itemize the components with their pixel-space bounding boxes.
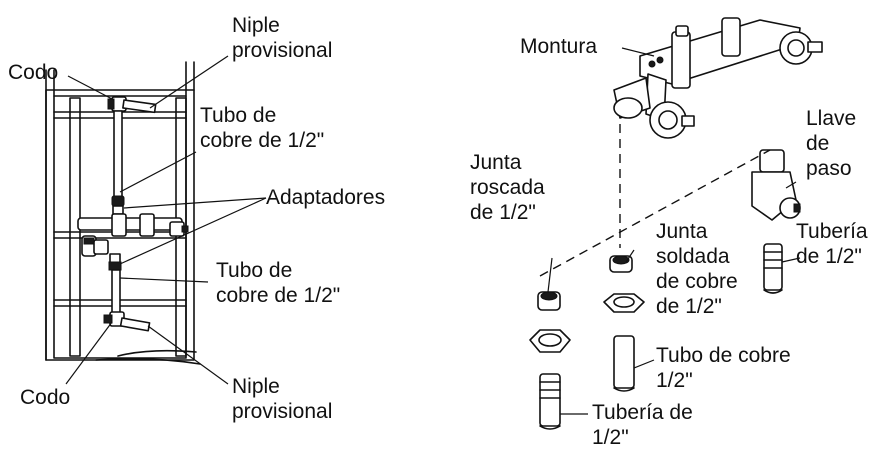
pipe-under-valve <box>763 243 783 294</box>
shutoff-valve <box>751 149 801 221</box>
left-valve-body <box>77 213 189 271</box>
label-tubo-top: Tubo de cobre de 1/2" <box>200 104 325 152</box>
right-leader-lines <box>547 47 801 415</box>
left-leader-lines <box>65 55 267 385</box>
label-niple-top: Niple provisional <box>232 14 333 62</box>
solder-joint-parts <box>603 255 645 392</box>
label-llave-de-paso: Llave de paso <box>806 107 857 180</box>
label-tubo-bottom: Tubo de cobre de 1/2" <box>216 259 341 307</box>
label-junta-roscada: Junta roscada de 1/2" <box>470 151 545 224</box>
label-codo-top: Codo <box>8 61 59 84</box>
label-niple-bottom: Niple provisional <box>232 375 333 423</box>
label-codo-bottom: Codo <box>20 386 71 409</box>
montura-body <box>613 17 823 139</box>
threaded-joint-parts <box>529 291 571 430</box>
left-upper-tube <box>111 110 125 215</box>
label-montura: Montura <box>520 35 598 58</box>
left-top-elbow <box>107 96 157 114</box>
label-tubo-cobre: Tubo de cobre 1/2" <box>656 344 791 392</box>
dashed-guides <box>539 124 771 277</box>
label-junta-soldada: Junta soldada de cobre de 1/2" <box>656 220 738 318</box>
label-adaptadores: Adaptadores <box>266 186 386 209</box>
label-tuberia-bottom: Tubería de 1/2" <box>592 401 693 449</box>
label-tuberia-right: Tubería de 1/2" <box>796 220 868 268</box>
